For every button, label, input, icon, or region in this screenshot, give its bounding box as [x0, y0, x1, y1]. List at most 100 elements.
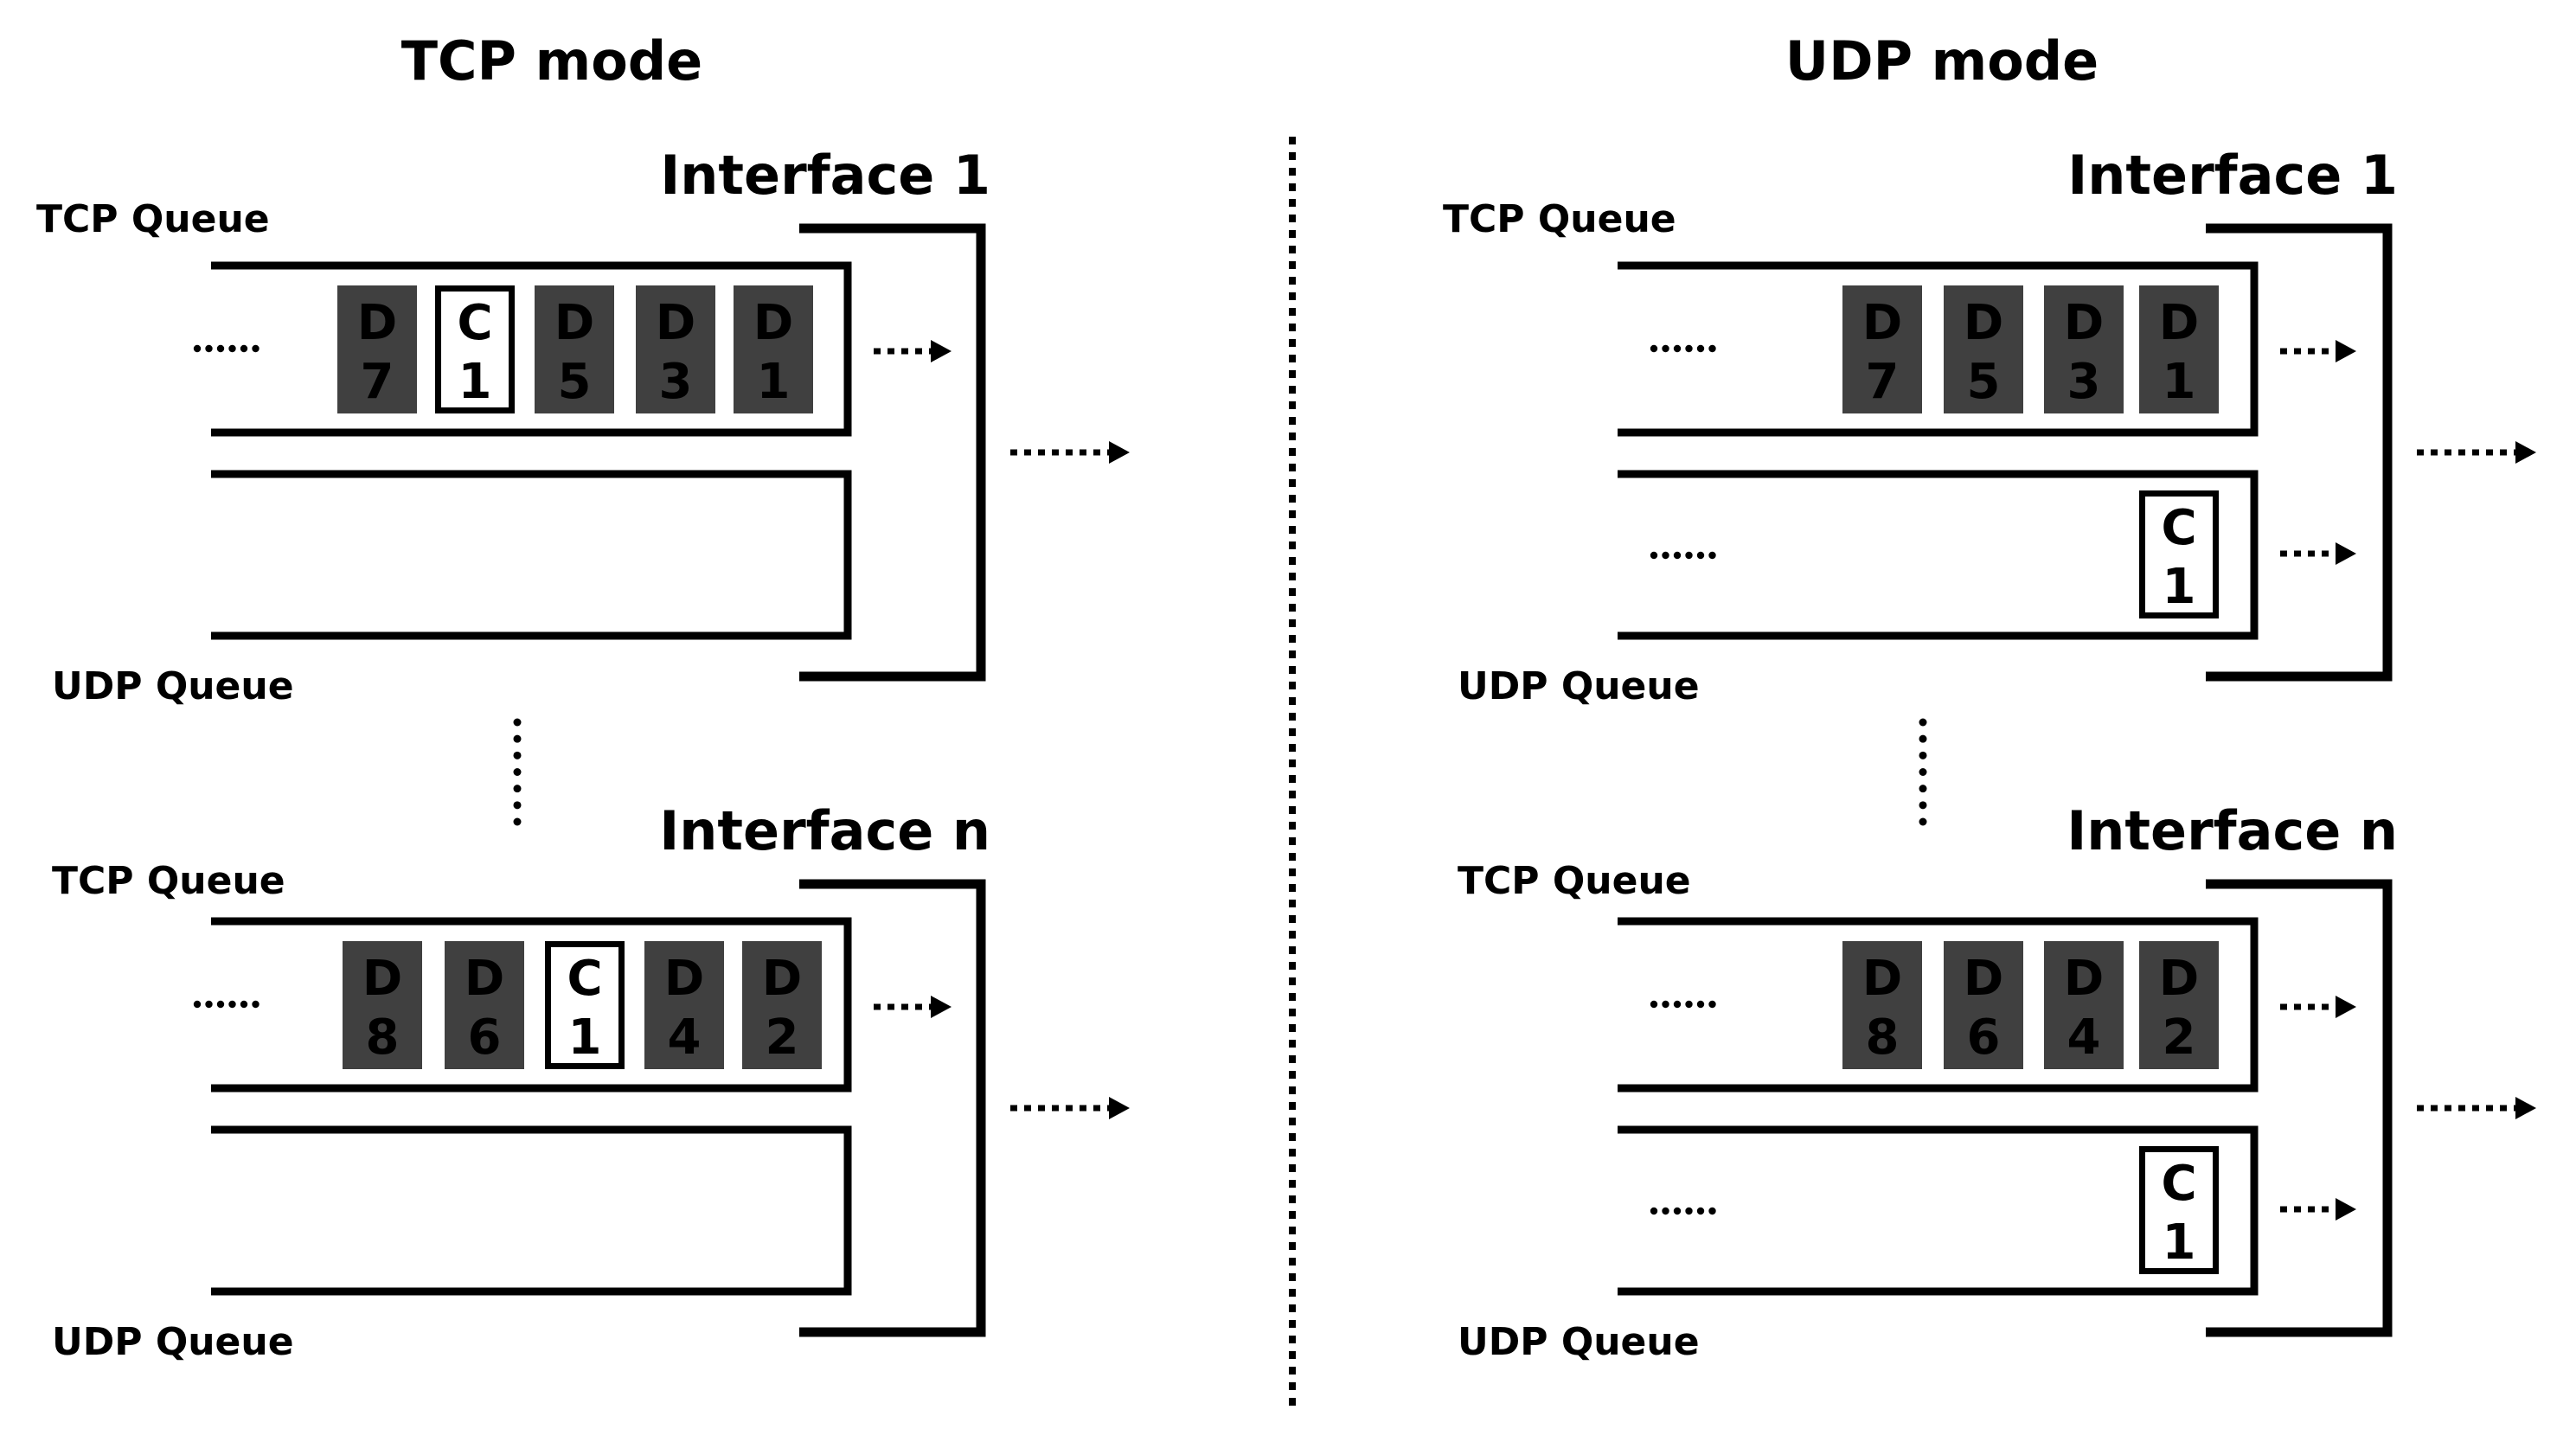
- data-packet: D7: [337, 285, 417, 413]
- data-packet: D6: [445, 941, 524, 1069]
- udp-queue-outline: [211, 470, 852, 640]
- tcp-queue-output-arrow: [2280, 996, 2356, 1018]
- packet-number: 1: [568, 1009, 602, 1066]
- data-packet: D5: [535, 285, 614, 413]
- packet-number: 1: [2163, 354, 2196, 410]
- packet-letter: D: [362, 951, 402, 1007]
- packet-number: 5: [1967, 354, 2001, 410]
- packet-letter: D: [1964, 295, 2003, 351]
- tcp-queue-label: TCP Queue: [36, 197, 270, 241]
- packet-letter: D: [554, 295, 594, 351]
- packet-number: 1: [458, 354, 492, 410]
- interface-label: Interface 1: [660, 144, 990, 207]
- data-packet: D3: [636, 285, 715, 413]
- data-packet: D6: [1944, 941, 2023, 1069]
- tcp-queue-ellipsis: [193, 1000, 260, 1009]
- data-packet: D2: [742, 941, 822, 1069]
- tcp-queue-label: TCP Queue: [52, 859, 285, 903]
- tcp-queue-label: TCP Queue: [1458, 859, 1691, 903]
- data-packet: D8: [343, 941, 422, 1069]
- udp-queue-outline: [211, 1125, 852, 1296]
- interface-bracket: [799, 879, 986, 1337]
- interface-bracket: [2206, 223, 2393, 682]
- packet-number: 4: [2067, 1009, 2101, 1066]
- udp-queue-outline: [1618, 470, 2259, 640]
- interface-output-arrow: [2417, 1097, 2536, 1119]
- packet-letter: D: [2064, 951, 2104, 1007]
- tcp-queue-outline: [1618, 917, 2259, 1093]
- data-packet: D8: [1842, 941, 1922, 1069]
- udp-queue-label: UDP Queue: [1458, 664, 1700, 708]
- packet-letter: D: [753, 295, 793, 351]
- packet-letter: D: [2064, 295, 2104, 351]
- packet-number: 3: [659, 354, 693, 410]
- data-packet: D3: [2044, 285, 2124, 413]
- packet-number: 7: [1866, 354, 1900, 410]
- data-packet: D7: [1842, 285, 1922, 413]
- data-packet: D4: [644, 941, 724, 1069]
- tcp-queue-outline: [211, 917, 852, 1093]
- packet-letter: D: [762, 951, 802, 1007]
- packet-number: 7: [361, 354, 394, 410]
- data-packet: D1: [2139, 285, 2219, 413]
- udp-queue-ellipsis: [1650, 1207, 1716, 1215]
- tcp-queue-output-arrow: [874, 996, 952, 1018]
- packet-letter: D: [2159, 951, 2199, 1007]
- packet-letter: D: [1862, 295, 1902, 351]
- packet-letter: D: [465, 951, 504, 1007]
- udp-mode-title: UDP mode: [1785, 29, 2099, 93]
- control-packet: C1: [2139, 490, 2219, 618]
- control-packet: C1: [2139, 1146, 2219, 1274]
- packet-number: 6: [468, 1009, 502, 1066]
- interface-label: Interface n: [2067, 799, 2398, 862]
- interfaces-ellipsis: [1919, 718, 1927, 826]
- tcp-mode-title: TCP mode: [401, 29, 702, 93]
- packet-number: 8: [366, 1009, 400, 1066]
- tcp-queue-output-arrow: [874, 340, 952, 362]
- udp-queue-label: UDP Queue: [52, 664, 294, 708]
- packet-number: 2: [766, 1009, 799, 1066]
- packet-number: 5: [558, 354, 592, 410]
- packet-letter: D: [1862, 951, 1902, 1007]
- tcp-queue-output-arrow: [2280, 340, 2356, 362]
- packet-number: 4: [668, 1009, 702, 1066]
- udp-queue-label: UDP Queue: [1458, 1320, 1700, 1364]
- packet-letter: C: [2161, 1156, 2196, 1212]
- control-packet: C1: [545, 941, 625, 1069]
- packet-number: 2: [2163, 1009, 2196, 1066]
- packet-letter: D: [664, 951, 704, 1007]
- interface-output-arrow: [1010, 1097, 1130, 1119]
- interface-output-arrow: [2417, 441, 2536, 464]
- udp-queue-label: UDP Queue: [52, 1320, 294, 1364]
- packet-number: 1: [2163, 559, 2196, 615]
- packet-letter: D: [2159, 295, 2199, 351]
- tcp-queue-outline: [211, 261, 852, 437]
- interface-label: Interface n: [659, 799, 990, 862]
- packet-letter: C: [567, 951, 602, 1007]
- tcp-queue-label: TCP Queue: [1443, 197, 1676, 241]
- tcp-queue-outline: [1618, 261, 2259, 437]
- packet-letter: C: [457, 295, 492, 351]
- packet-number: 6: [1967, 1009, 2001, 1066]
- interface-label: Interface 1: [2067, 144, 2398, 207]
- udp-queue-output-arrow: [2280, 542, 2356, 565]
- udp-queue-output-arrow: [2280, 1198, 2356, 1221]
- interface-bracket: [2206, 879, 2393, 1337]
- udp-queue-outline: [1618, 1125, 2259, 1296]
- interface-output-arrow: [1010, 441, 1130, 464]
- packet-number: 1: [757, 354, 791, 410]
- tcp-queue-ellipsis: [1650, 1000, 1716, 1009]
- packet-number: 1: [2163, 1214, 2196, 1271]
- packet-letter: C: [2161, 500, 2196, 556]
- tcp-queue-ellipsis: [1650, 344, 1716, 353]
- packet-letter: D: [357, 295, 397, 351]
- data-packet: D2: [2139, 941, 2219, 1069]
- packet-number: 8: [1866, 1009, 1900, 1066]
